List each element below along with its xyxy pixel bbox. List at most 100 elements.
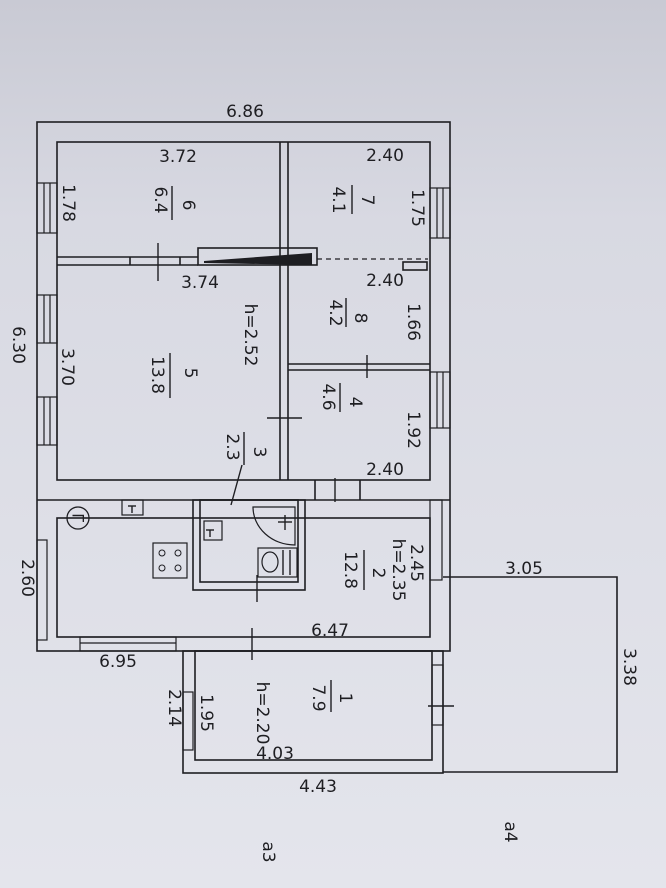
room-labels: 1 7.9 2 12.8 3 2.3 4 4.6 5 13.8 6 6.4 (147, 185, 388, 712)
chimney (197, 247, 318, 266)
dimension-text: 6 (178, 200, 198, 211)
plan-line (429, 187, 451, 239)
plan-line (79, 636, 177, 652)
dim-room7-depth: 1.75 (407, 189, 427, 227)
annex-label-a3: a3 (258, 841, 278, 862)
window (431, 664, 444, 726)
dim-room5-depth: 3.70 (57, 348, 77, 386)
dimension-text: 4.2 (325, 299, 345, 326)
plan-line (431, 664, 444, 726)
dimension-text: 13.8 (147, 356, 167, 394)
dim-room8-depth: 1.66 (403, 303, 423, 341)
dimension-text: 7.9 (308, 684, 328, 711)
plan-line (182, 691, 194, 751)
dimension-text: 3 (249, 447, 269, 458)
dim-kitchen-depth: 2.45 (406, 544, 426, 582)
room-label-5: 5 13.8 (147, 353, 200, 398)
dimension-text: Г (69, 513, 88, 523)
dimension-text: 7 (357, 195, 377, 206)
ceiling-height-kitchen: h=2.35 (388, 539, 408, 602)
dim-room1-outer-width: 4.43 (299, 777, 337, 797)
dimension-text: 12.8 (340, 551, 360, 589)
dim-room1-depth: 1.95 (196, 694, 216, 732)
dimension-text: 2.3 (222, 433, 242, 460)
walls (36, 121, 618, 774)
room-label-2: 2 12.8 (340, 550, 388, 590)
plan-line (36, 396, 58, 446)
annex-labels: a3 a4 (258, 821, 520, 862)
room-label-6: 6 6.4 (150, 186, 198, 220)
dimension-text: 1 (335, 693, 355, 704)
window (429, 499, 443, 581)
plan-line (252, 506, 296, 546)
window (79, 636, 177, 652)
ceiling-height-room1: h=2.20 (252, 682, 272, 745)
plan-line (261, 551, 279, 573)
plan-line (36, 182, 58, 234)
room1-outer-wall (182, 650, 444, 774)
plan-line (158, 549, 166, 557)
plan-line (257, 547, 298, 578)
ceiling-height-main: h=2.52 (240, 304, 260, 367)
dim-room8-width: 2.40 (366, 271, 404, 291)
plan-line (203, 520, 223, 541)
annex-label-a4: a4 (500, 821, 520, 842)
window (36, 396, 58, 446)
windows (36, 182, 451, 751)
plan-line (36, 539, 48, 641)
sink-icon (121, 499, 144, 516)
dimension-text: 4.1 (328, 186, 348, 213)
leader-line (230, 464, 243, 506)
fixtures: Г (66, 499, 298, 579)
shower-icon (252, 506, 296, 546)
dim-kitchen-outer-width: 6.95 (99, 652, 137, 672)
washbasin-icon (203, 520, 223, 541)
dim-terrace-width: 3.05 (505, 559, 543, 579)
room-label-8: 8 4.2 (325, 298, 370, 327)
dim-room4-depth: 1.92 (403, 411, 423, 449)
window (36, 539, 48, 641)
dimension-text: 4.6 (318, 383, 338, 410)
dimension-text: 5 (180, 368, 200, 379)
dim-room4-width: 2.40 (366, 460, 404, 480)
window (429, 187, 451, 239)
dim-kitchen-width: 6.47 (311, 621, 349, 641)
door-marks (157, 243, 454, 707)
dim-terrace-depth: 3.38 (619, 648, 639, 686)
dimension-text: 6.4 (150, 186, 170, 213)
dim-room6-width: 3.72 (159, 147, 197, 167)
window (429, 371, 451, 429)
room-label-3: 3 2.3 (222, 432, 269, 465)
dimension-text: 2 (368, 568, 388, 579)
plan-line (429, 499, 443, 581)
gas-meter-icon: Г (66, 506, 90, 530)
room-label-7: 7 4.1 (328, 185, 377, 214)
terrace-outline (443, 576, 618, 773)
vertical-dimensions: 6.30 1.78 1.75 3.70 1.66 1.92 h=2.52 2.6… (8, 184, 639, 744)
plan-line (174, 564, 182, 572)
dim-room6-depth: 1.78 (58, 184, 78, 222)
dim-room5-width: 3.74 (181, 273, 219, 293)
plan-line (152, 542, 188, 579)
plan-line (402, 261, 428, 271)
dim-room7-width: 2.40 (366, 146, 404, 166)
room-label-4: 4 4.6 (318, 383, 365, 412)
dim-room1-outer-depth: 2.14 (164, 689, 184, 727)
plan-line (66, 506, 90, 530)
dim-kitchen-depth-left: 2.60 (17, 559, 37, 597)
window (36, 182, 58, 234)
plan-line (36, 294, 58, 344)
plan-line (199, 499, 299, 583)
window (182, 691, 194, 751)
dimension-text: 8 (350, 313, 370, 324)
plan-line (174, 549, 182, 557)
plan-line (158, 564, 166, 572)
dim-outer-width: 6.86 (226, 102, 264, 122)
dimension-text: 4 (345, 397, 365, 408)
horizontal-dimensions: 6.86 3.72 2.40 3.74 2.40 2.40 6.47 6.95 … (99, 102, 543, 797)
plan-line (121, 499, 144, 516)
stove-icon (152, 542, 188, 579)
dim-outer-height: 6.30 (8, 326, 28, 364)
plan-line (429, 371, 451, 429)
